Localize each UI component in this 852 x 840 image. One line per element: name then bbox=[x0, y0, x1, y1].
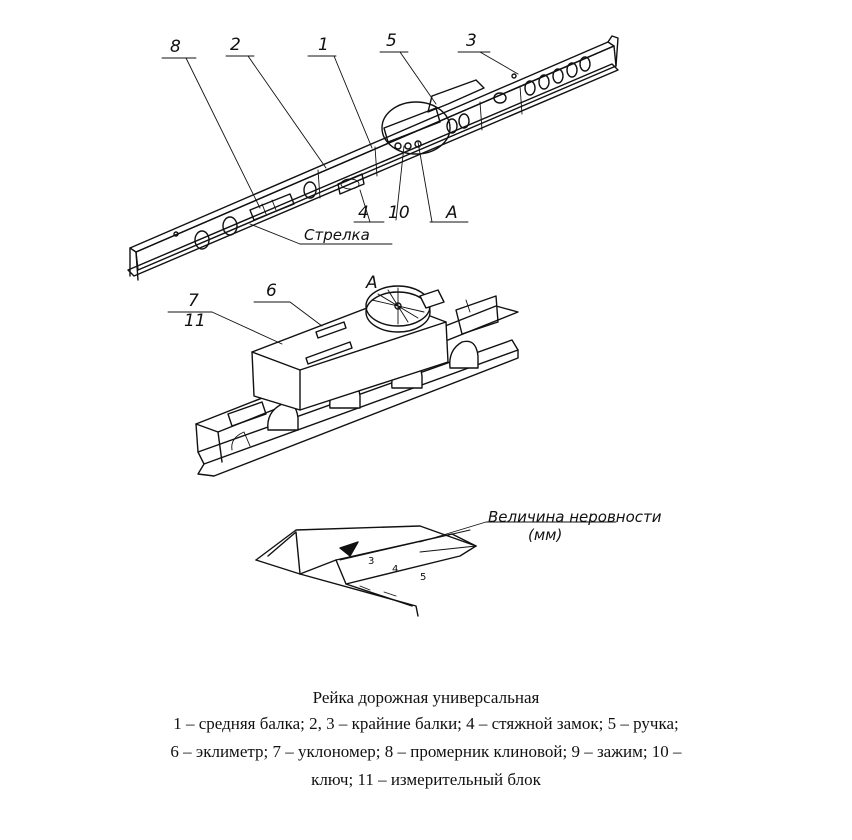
label-4: 4 bbox=[358, 203, 369, 223]
label-5: 5 bbox=[386, 31, 397, 51]
caption-line-2: 6 – эклиметр; 7 – уклономер; 8 – промерн… bbox=[170, 742, 682, 761]
scale-4: 4 bbox=[392, 564, 398, 575]
label-6: 6 bbox=[266, 281, 277, 301]
detail-scale: Величина неровности (мм) 3 4 5 bbox=[255, 508, 662, 617]
label-2: 2 bbox=[230, 35, 241, 55]
label-A-mid: A bbox=[365, 273, 378, 293]
label-A-top: A bbox=[445, 203, 458, 223]
rail-beam-assembly: 8 2 1 5 3 4 10 A Стрелка bbox=[127, 31, 619, 281]
caption-title: Рейка дорожная универсальная bbox=[312, 688, 540, 707]
label-roughness: Величина неровности bbox=[488, 508, 662, 526]
label-8: 8 bbox=[170, 37, 181, 57]
caption-line-3: ключ; 11 – измерительный блок bbox=[311, 770, 541, 789]
measuring-block-assembly: 7 6 11 A bbox=[167, 273, 519, 477]
label-7: 7 bbox=[188, 291, 199, 311]
label-mm: (мм) bbox=[528, 526, 562, 544]
label-11: 11 bbox=[184, 311, 206, 331]
caption-line-1: 1 – средняя балка; 2, 3 – крайние балки;… bbox=[173, 714, 679, 733]
scale-3: 3 bbox=[368, 556, 374, 567]
label-1: 1 bbox=[318, 35, 329, 55]
scale-5: 5 bbox=[420, 572, 426, 583]
label-arrow: Стрелка bbox=[304, 226, 370, 244]
label-3: 3 bbox=[466, 31, 477, 51]
label-10: 10 bbox=[388, 203, 410, 223]
